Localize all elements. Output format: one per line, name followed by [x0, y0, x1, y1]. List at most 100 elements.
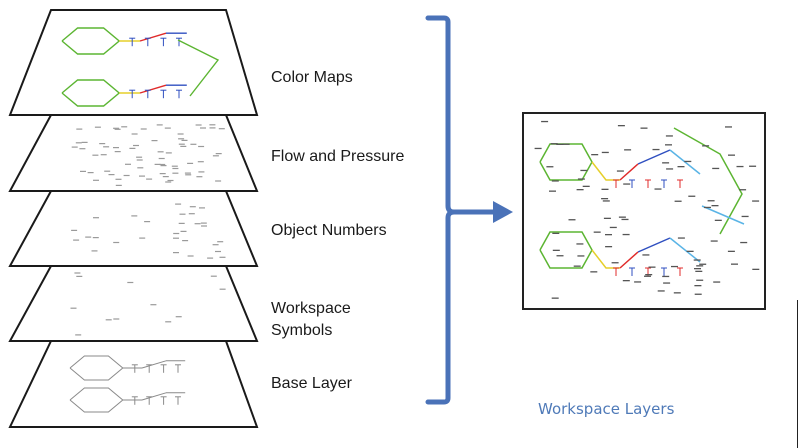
faint-label-mark [93, 179, 99, 181]
ws-link [701, 205, 745, 225]
faint-label-mark [185, 174, 192, 176]
layer-label-object-numbers: Object Numbers [271, 222, 387, 239]
faint-label-mark [180, 145, 187, 147]
ws-loop [539, 231, 593, 269]
faint-label-mark [81, 141, 88, 143]
faint-label-mark [198, 145, 205, 148]
faint-label-mark [188, 213, 195, 215]
ws-loop [539, 143, 593, 181]
ws-label-mark [556, 143, 564, 145]
faint-label-mark [85, 236, 92, 238]
faint-label-mark [175, 203, 182, 205]
ws-label-mark [534, 147, 542, 150]
ws-label-mark [711, 205, 719, 207]
ws-label-mark [713, 281, 721, 283]
faint-label-mark [200, 127, 206, 129]
ws-label-mark [695, 270, 703, 272]
ws-label-mark [640, 127, 648, 129]
ws-label-mark [644, 275, 651, 277]
faint-label-mark [146, 178, 153, 180]
faint-label-mark [219, 256, 226, 258]
ws-link [673, 127, 743, 235]
faint-label-mark [198, 171, 205, 173]
faint-label-mark [177, 133, 184, 135]
ws-label-mark [593, 231, 601, 233]
faint-label-mark [125, 163, 131, 165]
ws-label-mark [731, 263, 738, 265]
faint-label-mark [173, 232, 180, 235]
ws-label-mark [617, 125, 625, 127]
ws-label-mark [662, 275, 670, 278]
ws-label-mark [602, 200, 610, 202]
faint-label-mark [215, 250, 221, 253]
ws-label-mark [601, 188, 609, 190]
faint-label-mark [93, 217, 99, 219]
ws-label-mark [541, 120, 549, 123]
layer-label-workspace-symbols: Workspace Symbols [271, 300, 351, 339]
ws-label-mark [677, 166, 685, 168]
faint-label-mark [70, 307, 77, 309]
ws-label-mark [622, 233, 630, 236]
faint-label-mark [71, 146, 78, 148]
ws-label-mark [552, 232, 560, 234]
faint-label-mark [196, 176, 203, 178]
faint-label-mark [129, 147, 136, 149]
faint-label-mark [212, 244, 219, 246]
ws-label-mark [591, 154, 599, 156]
faint-label-mark [91, 250, 98, 252]
ws-label-mark [576, 243, 584, 245]
layer-planes [8, 9, 259, 428]
ws-label-mark [645, 274, 653, 276]
faint-label-mark [215, 153, 222, 155]
faint-label-mark [164, 127, 171, 129]
faint-label-mark [92, 154, 99, 156]
ws-label-mark [642, 254, 650, 256]
ws-label-mark [712, 167, 720, 170]
faint-label-mark [201, 225, 207, 227]
faint-label-mark [180, 230, 187, 232]
faint-label-mark [217, 241, 224, 243]
ws-label-mark [577, 178, 585, 180]
faint-label-mark [219, 288, 226, 290]
faint-label-mark [144, 221, 151, 223]
faint-label-mark [104, 170, 111, 172]
faint-label-mark [103, 146, 110, 148]
layer-plane-flow-pressure [8, 114, 259, 192]
ws-label-mark [662, 162, 670, 164]
faint-label-mark [197, 161, 204, 163]
ws-label-mark [693, 259, 701, 261]
ws-label-mark [634, 281, 642, 283]
ws-label-mark [582, 185, 590, 187]
faint-label-mark [187, 162, 194, 164]
faint-label-mark [127, 281, 134, 284]
ws-label-mark [624, 149, 632, 151]
ws-label-mark [601, 151, 609, 154]
faint-label-mark [215, 180, 222, 182]
faint-label-mark [210, 275, 217, 277]
ws-label-mark [694, 268, 701, 270]
faint-label-mark [76, 128, 83, 130]
network-link [141, 360, 167, 369]
faint-label-mark [140, 128, 147, 130]
faint-label-mark [99, 143, 106, 145]
faint-label-mark [171, 165, 178, 167]
faint-label-mark [200, 222, 207, 224]
ws-label-mark [684, 160, 692, 163]
ws-label-mark [728, 154, 735, 156]
faint-label-mark [175, 316, 182, 318]
ws-label-mark [618, 216, 626, 218]
faint-label-mark [137, 167, 144, 169]
faint-label-mark [184, 172, 191, 174]
ws-link [591, 161, 620, 181]
faint-label-mark [160, 165, 167, 167]
faint-label-mark [178, 138, 185, 140]
faint-label-mark [165, 321, 172, 323]
faint-label-mark [113, 318, 120, 320]
faint-label-mark [207, 257, 214, 259]
ws-label-mark [702, 145, 710, 147]
faint-label-mark [194, 223, 201, 225]
faint-label-mark [87, 172, 94, 174]
ws-label-mark [611, 262, 619, 264]
ws-label-mark [549, 190, 556, 192]
faint-label-mark [199, 207, 205, 209]
